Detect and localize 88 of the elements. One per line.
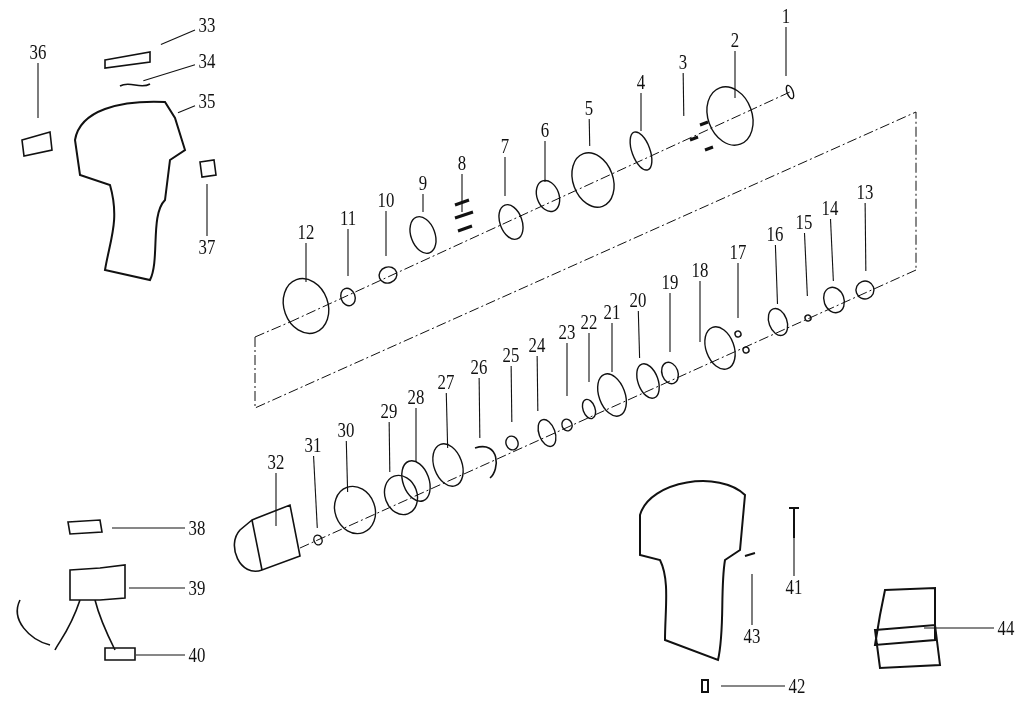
callout-number: 40 (185, 644, 209, 666)
leader-line (785, 26, 787, 77)
callout-number: 2 (723, 29, 747, 51)
callout-number: 27 (434, 371, 458, 393)
leader-line (305, 242, 307, 283)
leader-line (588, 332, 590, 383)
leader-line (669, 292, 671, 353)
leader-line (720, 685, 786, 687)
callout-number: 34 (195, 50, 219, 72)
callout-number: 30 (334, 419, 358, 441)
callout-number: 15 (792, 211, 816, 233)
leader-line (588, 118, 591, 147)
leader-line (637, 310, 641, 359)
leader-line (640, 92, 642, 132)
leader-line (737, 262, 739, 319)
callout-number: 17 (726, 241, 750, 263)
leader-line (774, 244, 779, 305)
callout-number: 25 (499, 344, 523, 366)
leader-line (699, 280, 701, 343)
leader-line (388, 421, 391, 473)
callout-number: 24 (525, 334, 549, 356)
leader-line (536, 355, 539, 412)
callout-number: 7 (493, 135, 517, 157)
leader-line (793, 523, 795, 577)
callout-number: 37 (195, 236, 219, 258)
callout-number: 10 (374, 189, 398, 211)
leader-line (347, 228, 349, 277)
leader-line (611, 322, 613, 373)
leader-line (142, 64, 196, 82)
callout-number: 19 (658, 271, 682, 293)
callout-number: 1 (774, 5, 798, 27)
callout-number: 36 (26, 41, 50, 63)
callout-number: 4 (629, 71, 653, 93)
callout-number: 20 (626, 289, 650, 311)
callout-number: 8 (450, 152, 474, 174)
leader-line (829, 218, 834, 282)
leader-line (544, 140, 546, 183)
callout-number: 3 (671, 51, 695, 73)
leader-line (422, 193, 424, 213)
callout-number: 41 (782, 576, 806, 598)
callout-number: 6 (533, 119, 557, 141)
callout-number: 14 (818, 197, 842, 219)
callout-number: 18 (688, 259, 712, 281)
callout-number: 44 (994, 617, 1018, 639)
leader-line (206, 183, 208, 237)
leader-line (504, 156, 506, 197)
callout-number: 13 (853, 181, 877, 203)
leader-line (128, 587, 186, 589)
callout-number: 32 (264, 451, 288, 473)
leader-line (864, 202, 867, 272)
leader-line (751, 573, 753, 626)
leader-line (385, 210, 387, 257)
leader-line (510, 365, 513, 423)
callout-number: 28 (404, 386, 428, 408)
leader-line (734, 50, 736, 99)
leader-line (682, 72, 685, 117)
leader-line (923, 627, 995, 629)
callout-number: 22 (577, 311, 601, 333)
leader-line (177, 105, 196, 114)
leader-line (445, 392, 449, 449)
leader-line (313, 455, 318, 529)
callout-number: 21 (600, 301, 624, 323)
callout-number: 35 (195, 90, 219, 112)
callout-number: 23 (555, 321, 579, 343)
callout-number: 11 (336, 207, 360, 229)
callout-number: 29 (377, 400, 401, 422)
callout-number: 42 (785, 675, 809, 697)
callout-number: 16 (763, 223, 787, 245)
leader-line (345, 440, 349, 493)
callout-number: 26 (467, 356, 491, 378)
callout-number: 31 (301, 434, 325, 456)
callout-number: 43 (740, 625, 764, 647)
leader-line (566, 342, 568, 397)
leader-line (111, 527, 186, 529)
leader-line (478, 377, 481, 439)
callout-number: 9 (411, 172, 435, 194)
leader-line (160, 29, 196, 46)
leader-line (37, 62, 39, 119)
callout-number: 38 (185, 517, 209, 539)
callout-number: 5 (577, 97, 601, 119)
leader-line (135, 654, 186, 656)
callout-number: 12 (294, 221, 318, 243)
leader-line (803, 232, 808, 297)
leader-line (275, 472, 277, 527)
leader-line (461, 173, 463, 213)
callout-number: 39 (185, 577, 209, 599)
callout-number: 33 (195, 14, 219, 36)
leader-line (415, 407, 417, 463)
